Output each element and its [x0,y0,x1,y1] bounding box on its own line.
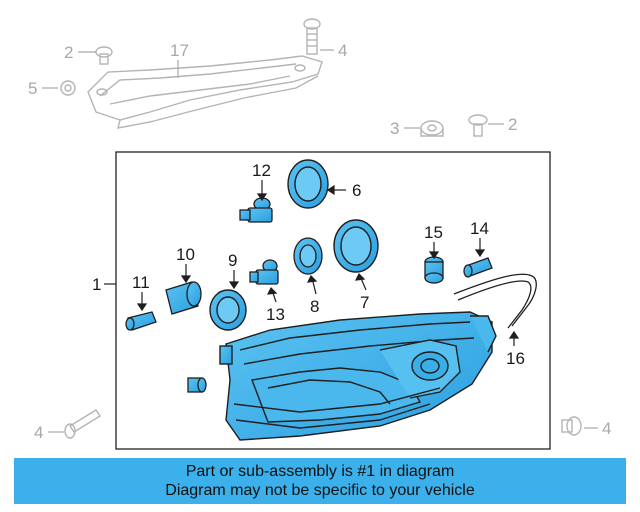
caption-line-1: Part or sub-assembly is #1 in diagram [185,463,455,480]
plug-left[interactable] [187,377,207,393]
callout-4-upper: 4 [338,41,347,60]
parts-diagram: 1 2 4 5 17 3 2 4 4 12 6 10 9 11 13 8 7 1… [28,18,611,450]
headlamp-assembly[interactable] [219,311,497,441]
callout-11: 11 [132,273,150,292]
callout-17: 17 [170,41,189,60]
bolt-lower-right-4 [561,416,582,436]
bulb-12[interactable] [239,197,273,223]
cap-7[interactable] [333,219,379,273]
gray-leaders [42,49,598,433]
socket-10[interactable] [165,281,202,315]
screw-right-2 [468,114,488,137]
caption-line-2: Diagram may not be specific to your vehi… [165,482,475,499]
bolt-lower-left-4 [64,409,101,439]
callout-6: 6 [352,181,361,200]
mounting-bracket-17 [87,55,323,129]
grommet-15[interactable] [424,256,444,284]
callout-9: 9 [228,251,237,270]
caption-banner: Part or sub-assembly is #1 in diagram Di… [14,458,626,504]
callout-2-upper: 2 [64,43,73,62]
screw-upper-2 [95,46,113,65]
leaders [136,180,520,346]
nut-3 [420,120,444,137]
bolt-upper-4 [303,18,321,55]
bulb-13[interactable] [249,259,279,285]
callout-4-lower-left: 4 [34,423,43,442]
cap-9[interactable] [209,289,247,331]
bulb-14[interactable] [463,257,493,278]
callout-14: 14 [470,219,489,238]
callout-3: 3 [390,119,399,138]
callout-15: 15 [424,223,443,242]
callout-16: 16 [506,349,525,368]
callout-2-right: 2 [508,115,517,134]
callout-12: 12 [252,161,271,180]
callout-7: 7 [360,293,369,312]
assembly-frame [115,151,551,450]
callout-5: 5 [28,79,37,98]
callout-8: 8 [310,297,319,316]
wire-harness-16[interactable] [453,273,537,329]
callout-13: 13 [266,305,285,324]
socket-8[interactable] [293,237,323,275]
callout-4-lower-right: 4 [602,419,611,438]
bulb-11[interactable] [125,311,157,331]
clip-5 [60,80,76,96]
callout-10: 10 [176,245,195,264]
cap-6[interactable] [287,159,329,209]
callout-1: 1 [92,275,101,294]
